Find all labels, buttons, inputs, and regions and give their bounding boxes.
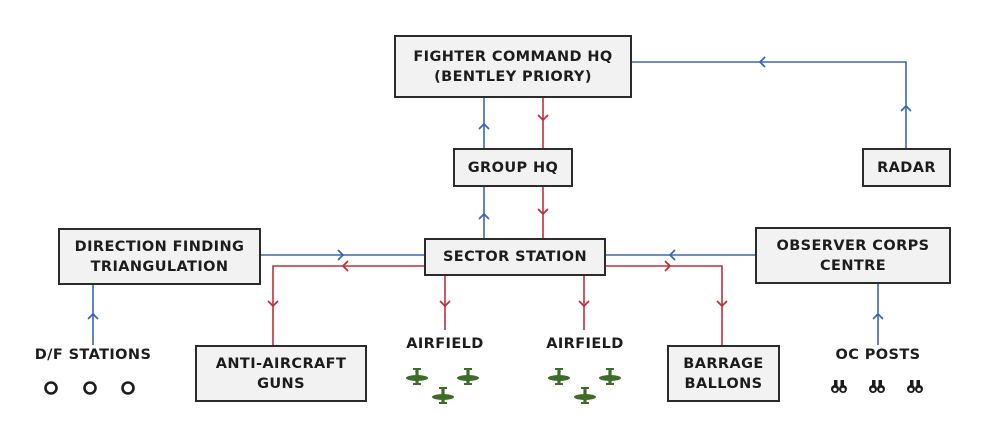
node-label: FIGHTER COMMAND HQ: [413, 48, 613, 65]
arrowhead-left-icon: [669, 249, 676, 261]
node-label: ANTI-AIRCRAFT: [215, 355, 347, 372]
arrowhead-right-icon: [664, 260, 671, 272]
spitfire-icon: [548, 368, 570, 385]
binoculars-icon: [907, 380, 923, 393]
arrowhead-down-icon: [537, 114, 549, 121]
arrowhead-left-icon: [342, 260, 349, 272]
spitfire-icon: [599, 368, 621, 385]
node-label: CENTRE: [819, 257, 887, 274]
spitfire-icon: [406, 368, 428, 385]
edge-sector-to-anti-aircraft: [272, 265, 424, 345]
arrowhead-up-icon: [478, 123, 490, 130]
label-df-stations: D/F STATIONS: [34, 347, 152, 363]
binoculars-icon: [869, 380, 885, 393]
node-anti-aircraft-guns: ANTI-AIRCRAFT GUNS: [195, 345, 367, 402]
node-label: (BENTLEY PRIORY): [434, 68, 592, 85]
oc-posts-icons: [831, 380, 923, 393]
node-radar: RADAR: [862, 148, 951, 187]
spitfire-icon: [457, 368, 479, 385]
label-oc-posts: OC POSTS: [835, 347, 921, 363]
edge-sector-to-barrage: [605, 265, 723, 345]
arrowhead-left-icon: [759, 56, 766, 68]
arrowhead-down-icon: [537, 208, 549, 215]
node-direction-finding: DIRECTION FINDING TRIANGULATION: [58, 228, 261, 285]
node-barrage-balloons: BARRAGE BALLONS: [667, 345, 780, 402]
node-sector-station: SECTOR STATION: [424, 238, 606, 276]
node-label: GROUP HQ: [467, 159, 559, 176]
circle-icon: [121, 381, 135, 395]
df-stations-icons: [44, 381, 135, 395]
node-label: GUNS: [257, 375, 305, 392]
node-observer-corps-centre: OBSERVER CORPS CENTRE: [755, 227, 951, 284]
label-airfield-1: AIRFIELD: [406, 336, 484, 352]
arrowhead-up-icon: [872, 313, 884, 320]
label-airfield-2: AIRFIELD: [546, 336, 624, 352]
arrowhead-down-icon: [267, 300, 279, 307]
arrowhead-right-icon: [337, 249, 344, 261]
airfield-1-planes: [406, 368, 479, 404]
node-label: TRIANGULATION: [90, 258, 229, 275]
node-label: BALLONS: [684, 375, 763, 392]
node-fighter-command-hq: FIGHTER COMMAND HQ (BENTLEY PRIORY): [394, 35, 632, 98]
arrowhead-down-icon: [578, 300, 590, 307]
arrowhead-down-icon: [716, 300, 728, 307]
edge-radar-to-fighter-command: [631, 61, 907, 148]
node-label: DIRECTION FINDING: [74, 238, 245, 255]
spitfire-icon: [432, 387, 454, 404]
circle-icon: [44, 381, 58, 395]
arrowhead-up-icon: [478, 213, 490, 220]
node-label: OBSERVER CORPS: [776, 237, 930, 254]
node-label: RADAR: [877, 159, 936, 176]
arrowhead-up-icon: [900, 105, 912, 112]
node-group-hq: GROUP HQ: [453, 148, 573, 187]
airfield-2-planes: [548, 368, 621, 404]
spitfire-icon: [574, 387, 596, 404]
arrowhead-up-icon: [87, 313, 99, 320]
node-label: SECTOR STATION: [442, 249, 588, 265]
circle-icon: [83, 381, 97, 395]
binoculars-icon: [831, 380, 847, 393]
arrowhead-down-icon: [439, 300, 451, 307]
node-label: BARRAGE: [683, 355, 764, 372]
